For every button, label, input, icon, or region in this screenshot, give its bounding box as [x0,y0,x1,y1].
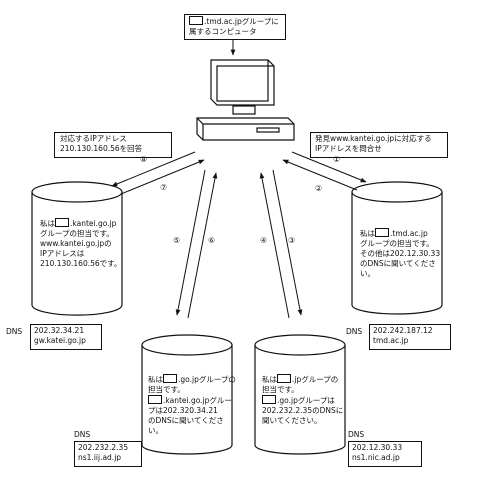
arrow-step-8 [120,159,205,195]
iij-line3-suffix: .kantei.go.jpグルー [163,396,232,405]
computer-icon [196,59,295,141]
iij-line5: のDNSに聞いてくださ [148,416,224,425]
arrow-step-1 [291,151,367,183]
tmd-ip: 202.242.187.12 [373,326,433,335]
nic-line1-suffix: .jpグループの [292,375,339,384]
iij-host: ns1.iij.ad.jp [78,453,122,462]
nic-line1-prefix: 私は [262,375,277,384]
query-callout: 発見www.kantei.go.jpに対応する IPアドレスを問合せ [315,134,432,154]
dns-server-tmd-cylinder [351,181,443,315]
arrow-step-2 [282,159,358,191]
arrow-step-6 [187,172,218,319]
gw-line2: グループの担当です。 [40,229,114,238]
client-callout-line1: .tmd.ac.jpグループに [204,17,279,26]
tmd-dns-label: DNS [346,327,363,336]
gw-dns-label: DNS [6,327,23,336]
gw-ip: 202.32.34.21 [34,326,85,335]
nic-dns-info: 202.12.30.33 ns1.nic.ad.jp [352,443,402,463]
nic-dns-label: DNS [348,430,365,439]
nic-ip: 202.12.30.33 [352,443,403,452]
blank-box-icon [189,16,203,25]
gw-line1-suffix: .kantei.go.jp [70,219,117,228]
step-4-label: ④ [260,236,268,245]
dns-server-gw-cylinder [31,181,123,316]
arrow-step-3 [272,169,303,316]
step-7-label: ⑦ [160,183,168,192]
nic-line4: 202.232.2.35のDNSに [262,406,344,415]
nic-line2: 担当です。 [262,385,299,394]
blank-box-icon [148,395,162,404]
gw-dns-frame [30,324,102,350]
nic-host: ns1.nic.ad.jp [352,453,400,462]
blank-box-icon [375,228,389,237]
tmd-host: tmd.ac.jp [373,336,409,345]
step-3-label: ③ [288,236,296,245]
tmd-line1-prefix: 私は [360,229,375,238]
tmd-server-message: 私は .tmd.ac.jp グループの担当です。 その他は202.12.30.33… [360,228,448,279]
blank-box-icon [163,374,177,383]
gw-line4: IPアドレスは [40,249,85,258]
query-callout-line2: IPアドレスを問合せ [315,144,382,153]
tmd-line3: その他は202.12.30.33 [360,249,441,258]
left-callout-frame [54,132,172,158]
iij-dns-frame [74,441,142,467]
iij-server-message: 私は .go.jpグループの 担当です。 .kantei.go.jpグルー プは2… [148,374,236,436]
arrow-step-4 [259,172,290,319]
iij-line4: プは202.320.34.21 [148,406,218,415]
iij-dns-info: 202.232.2.35 ns1.iij.ad.jp [78,443,128,463]
gw-dns-info: 202.32.34.21 gw.katei.go.jp [34,326,86,346]
iij-line1-prefix: 私は [148,375,163,384]
answer-callout-line1: 対応するIPアドレス [60,134,127,143]
tmd-dns-frame [369,324,451,350]
iij-line1-suffix: .go.jpグループの [178,375,236,384]
query-callout-line1: 発見www.kantei.go.jpに対応する [315,134,432,143]
arrow-step-5 [175,169,206,316]
step-1-label: ① [333,155,341,164]
step-2-label: ② [315,184,323,193]
gw-line1-prefix: 私は [40,219,55,228]
iij-line2: 担当です。 [148,385,185,394]
step-6-label: ⑥ [208,236,216,245]
answer-callout: 対応するIPアドレス 210.130.160.56を回答 [60,134,142,154]
arrow-step-7 [111,151,196,187]
tmd-line2: グループの担当です。 [360,239,434,248]
dns-server-iij-cylinder [141,334,233,455]
iij-ip: 202.232.2.35 [78,443,129,452]
blank-box-icon [55,218,69,227]
dns-server-nic-cylinder [254,334,346,455]
right-callout-frame [310,132,448,158]
tmd-line4: のDNSに聞いてください。 [360,259,436,278]
step-5-label: ⑤ [173,236,181,245]
iij-line6: い。 [148,426,163,435]
tmd-line1-suffix: .tmd.ac.jp [390,229,428,238]
blank-box-icon [262,395,276,404]
tmd-dns-info: 202.242.187.12 tmd.ac.jp [373,326,433,346]
blank-box-icon [277,374,291,383]
nic-server-message: 私は .jpグループの 担当です。 .go.jpグループは 202.232.2.3… [262,374,350,426]
gw-host: gw.katei.go.jp [34,336,86,345]
nic-line3-suffix: .go.jpグループは [277,396,335,405]
nic-line5: 聞いてください。 [262,416,322,425]
step-8-label: ⑧ [140,155,148,164]
client-callout-frame [184,14,286,40]
nic-dns-frame [348,441,422,467]
gw-line3: www.kantei.go.jpの [40,239,112,248]
client-callout-line2: 属するコンピュータ [189,27,257,36]
gw-server-message: 私は .kantei.go.jp グループの担当です。 www.kantei.go… [40,218,128,269]
iij-dns-label: DNS [74,430,91,439]
client-callout: .tmd.ac.jpグループに 属するコンピュータ [189,16,279,37]
answer-callout-line2: 210.130.160.56を回答 [60,144,143,153]
gw-line5: 210.130.160.56です。 [40,259,122,268]
